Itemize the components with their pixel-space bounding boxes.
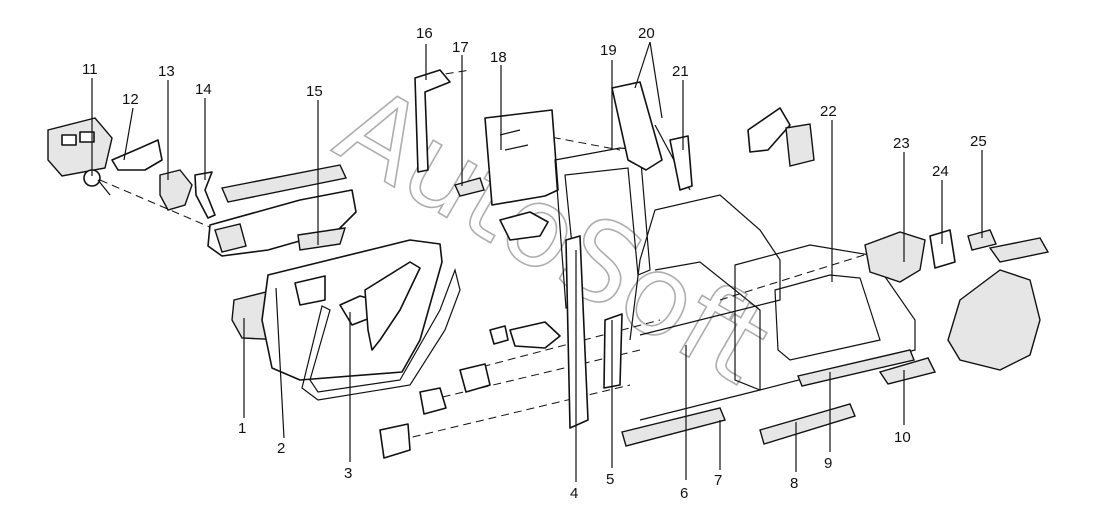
- part-16-run-channel: [414, 69, 451, 173]
- callout-23: 23: [893, 135, 910, 152]
- part-24-striker: [929, 229, 956, 269]
- part-25-lock-cylinder: [967, 229, 997, 251]
- part-15-door-trim-upper: [207, 189, 357, 257]
- callout-5: 5: [606, 471, 614, 488]
- callout-21: 21: [672, 63, 689, 80]
- part-12-handle-bezel: [111, 139, 163, 171]
- part-4-door-sash-seal: [565, 235, 589, 429]
- callout-17: 17: [452, 39, 469, 56]
- callout-7: 7: [714, 472, 722, 489]
- callout-15: 15: [306, 83, 323, 100]
- part-6-body-rail: [639, 261, 761, 421]
- callout-12: 12: [122, 91, 139, 108]
- part-14-lock-rod: [194, 171, 216, 219]
- callout-11: 11: [82, 61, 98, 78]
- callout-18: 18: [490, 49, 507, 66]
- part-9-belt-molding: [797, 349, 915, 387]
- callout-labels: 1 2 3 4 5 6 7 8 9 10 11 12 13 14 15 16 1…: [82, 25, 987, 502]
- part-22-rear-window-frame: [774, 274, 881, 361]
- callout-3: 3: [344, 465, 352, 482]
- callout-19: 19: [600, 42, 617, 59]
- callout-1: 1: [238, 420, 246, 437]
- part-11-switch-panel: [47, 117, 113, 196]
- part-rear-hinge-assembly: [947, 237, 1050, 371]
- part-18-door-glass: [484, 109, 559, 206]
- part-small-fittings: [379, 211, 561, 459]
- callout-20: 20: [638, 25, 655, 42]
- part-car-body-outline: [629, 194, 916, 391]
- part-10-outer-handle: [878, 357, 937, 385]
- callout-6: 6: [680, 485, 688, 502]
- leader-lines: [91, 41, 983, 482]
- part-5-door-check: [603, 313, 623, 389]
- callout-13: 13: [158, 63, 175, 80]
- part-13-inner-handle: [159, 169, 193, 211]
- part-armrest-bar: [221, 164, 348, 203]
- callout-14: 14: [195, 81, 212, 98]
- callout-2: 2: [277, 440, 285, 457]
- callout-25: 25: [970, 133, 987, 150]
- callout-16: 16: [416, 25, 433, 42]
- part-21-quarter-seal: [669, 135, 693, 191]
- callout-24: 24: [932, 163, 949, 180]
- callout-10: 10: [894, 429, 911, 446]
- part-lock-assembly-top: [747, 107, 815, 167]
- part-17-glass-bracket: [454, 177, 485, 197]
- callout-22: 22: [820, 103, 837, 120]
- part-8-rear-sill-molding: [759, 403, 856, 445]
- callout-4: 4: [570, 485, 578, 502]
- part-3-window-regulator: [339, 261, 421, 351]
- part-7-sill-molding: [621, 407, 726, 447]
- part-door-weatherstrip-loop: [301, 267, 461, 401]
- part-23-door-lock: [864, 231, 926, 283]
- callout-9: 9: [824, 455, 832, 472]
- callout-8: 8: [790, 475, 798, 492]
